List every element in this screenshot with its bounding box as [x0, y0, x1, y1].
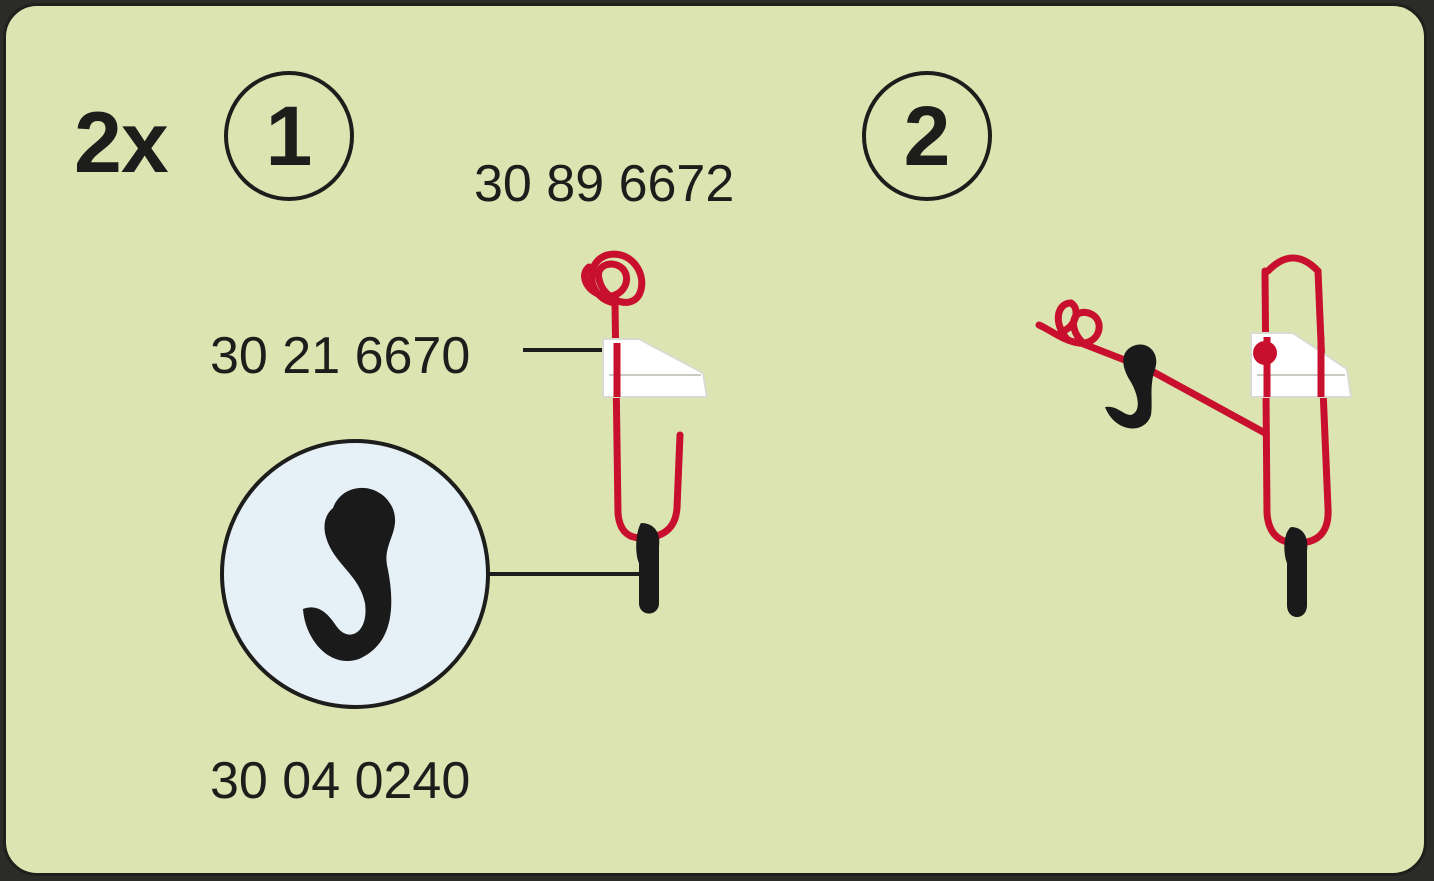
cord-knot-icon — [581, 250, 646, 307]
step-2-badge: 2 — [862, 71, 992, 201]
cord-knot-step-2-icon — [1035, 299, 1103, 347]
step-1-badge: 1 — [224, 71, 354, 201]
assembly-illustration — [220, 250, 1353, 709]
part-number-hook: 30 04 0240 — [210, 752, 471, 810]
part-number-eyelet: 30 89 6672 — [474, 155, 735, 213]
hook-detail-circle — [220, 439, 490, 709]
quantity-label: 2x — [74, 95, 169, 191]
hook-step-2-upper — [1105, 344, 1157, 429]
part-number-clip: 30 21 6670 — [210, 327, 471, 385]
instruction-panel: 2x 1 2 30 89 6672 30 21 6670 30 04 0240 — [3, 3, 1427, 876]
hook-icon — [303, 487, 396, 661]
cord-step-2 — [1035, 254, 1332, 547]
hook-step-1 — [636, 523, 660, 614]
hook-step-2-lower — [1284, 527, 1308, 617]
clip-icon — [602, 338, 709, 398]
clip-step-2-icon — [1250, 332, 1353, 398]
